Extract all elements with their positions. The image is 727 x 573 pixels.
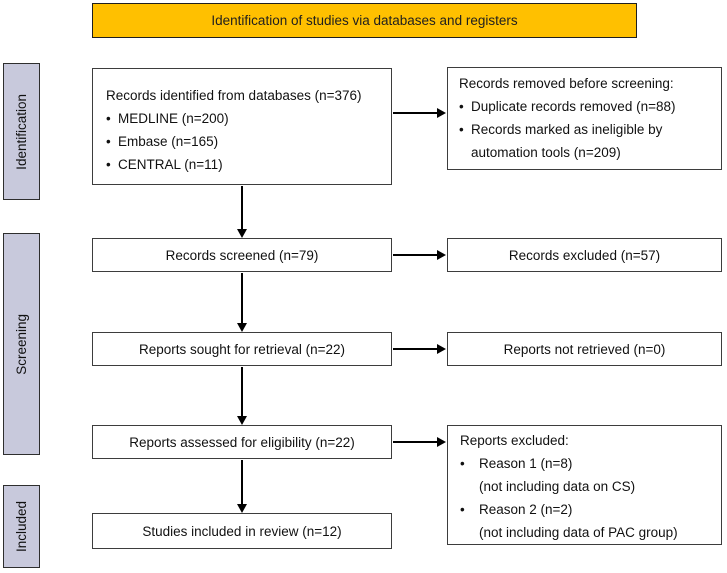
box-records-identified: Records identified from databases (n=376…	[92, 68, 392, 185]
arrow-assessed-to-included	[236, 460, 247, 513]
arrow-screened-to-excluded	[393, 249, 446, 260]
reason-1-sub: (not including data on CS)	[479, 479, 636, 494]
records-removed-bullet-list: Duplicate records removed (n=88) Records…	[459, 95, 715, 164]
records-screened-label: Records screened (n=79)	[165, 247, 319, 263]
box-studies-included: Studies included in review (n=12)	[92, 513, 392, 549]
box-records-removed: Records removed before screening: Duplic…	[447, 67, 722, 170]
reports-assessed-label: Reports assessed for eligibility (n=22)	[129, 434, 355, 450]
arrow-sought-to-not-retrieved	[393, 343, 446, 354]
stage-screening-text: Screening	[14, 313, 29, 375]
banner-identification-of-studies: Identification of studies via databases …	[92, 3, 637, 38]
bullet-automation: Records marked as ineligible by automati…	[459, 118, 715, 164]
bullet-medline: MEDLINE (n=200)	[106, 107, 383, 130]
bullet-embase: Embase (n=165)	[106, 130, 383, 153]
stage-identification-text: Identification	[14, 93, 29, 170]
records-excluded-label: Records excluded (n=57)	[508, 247, 661, 263]
box-records-screened: Records screened (n=79)	[92, 238, 392, 272]
records-removed-title: Records removed before screening:	[459, 76, 674, 91]
arrow-screened-to-sought	[236, 273, 247, 332]
bullet-reason-1: Reason 1 (n=8) (not including data on CS…	[460, 452, 715, 498]
records-identified-title: Records identified from databases (n=376…	[106, 88, 362, 103]
studies-included-label: Studies included in review (n=12)	[142, 523, 342, 539]
arrow-assessed-to-reports-excluded	[393, 436, 446, 447]
arrow-sought-to-assessed	[236, 367, 247, 425]
stage-label-screening: Screening	[3, 233, 40, 455]
reports-sought-label: Reports sought for retrieval (n=22)	[139, 341, 345, 357]
box-reports-sought: Reports sought for retrieval (n=22)	[92, 332, 392, 366]
box-reports-excluded: Reports excluded: Reason 1 (n=8) (not in…	[447, 425, 722, 545]
bullet-duplicates: Duplicate records removed (n=88)	[459, 95, 715, 118]
stage-label-included: Included	[3, 485, 40, 568]
box-records-excluded: Records excluded (n=57)	[447, 238, 722, 272]
banner-label: Identification of studies via databases …	[211, 13, 518, 28]
bullet-reason-2: Reason 2 (n=2) (not including data of PA…	[460, 498, 715, 544]
box-reports-not-retrieved: Reports not retrieved (n=0)	[447, 332, 722, 366]
arrow-identified-to-screened	[236, 186, 247, 238]
reports-not-retrieved-label: Reports not retrieved (n=0)	[503, 341, 666, 357]
box-reports-assessed: Reports assessed for eligibility (n=22)	[92, 425, 392, 459]
reason-1-main: Reason 1 (n=8)	[479, 456, 573, 471]
arrow-identified-to-removed	[393, 107, 446, 118]
bullet-central: CENTRAL (n=11)	[106, 153, 383, 176]
stage-included-text: Included	[14, 500, 29, 553]
reports-excluded-title: Reports excluded:	[460, 433, 569, 448]
reason-2-main: Reason 2 (n=2)	[479, 502, 573, 517]
reason-2-sub: (not including data of PAC group)	[479, 525, 678, 540]
reports-excluded-bullet-list: Reason 1 (n=8) (not including data on CS…	[460, 452, 715, 544]
stage-label-identification: Identification	[3, 63, 40, 200]
records-identified-bullet-list: MEDLINE (n=200) Embase (n=165) CENTRAL (…	[106, 107, 383, 176]
